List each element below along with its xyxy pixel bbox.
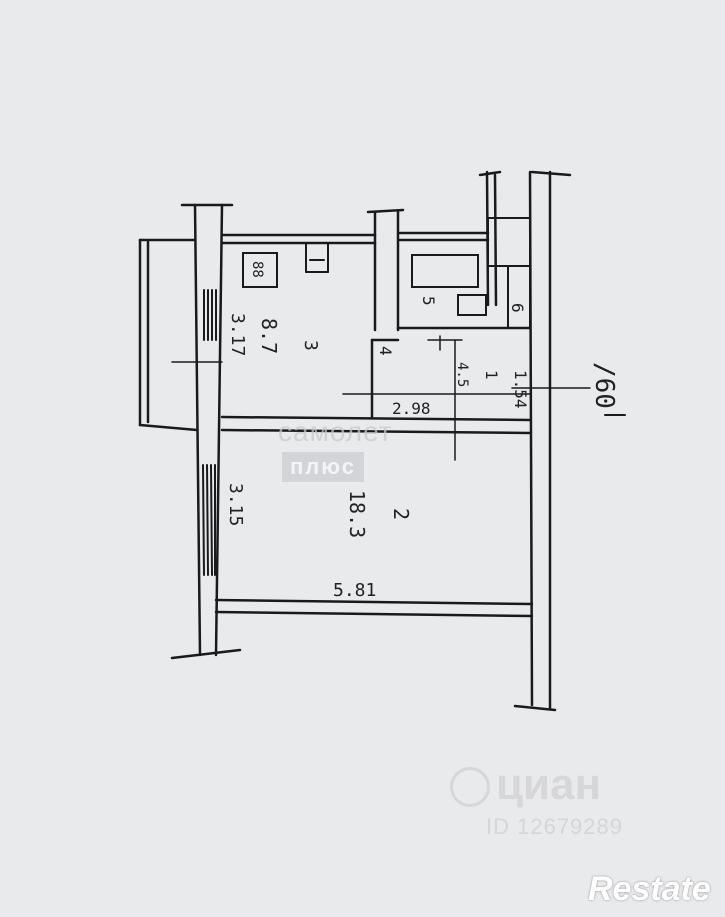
top-wall — [220, 231, 490, 245]
cian-logo-icon — [450, 767, 490, 808]
dimension-lines — [171, 335, 591, 461]
right-exterior-wall — [513, 170, 572, 712]
room-2-number: 2 — [389, 508, 413, 520]
partition-wall — [366, 208, 405, 332]
room-5-number: 5 — [419, 296, 438, 306]
labels: 3 8.7 3.17 88 5 6 4 1 4.5 1.54 2.98 2 18… — [225, 261, 619, 601]
room-3-number: 3 — [300, 340, 321, 351]
dimension-1-54: 1.54 — [511, 370, 530, 409]
stair-stub — [478, 170, 502, 307]
room-2-area: 18.3 — [345, 490, 369, 538]
kitchen-sink-icon — [305, 242, 329, 273]
toilet-icon — [457, 294, 487, 316]
balcony — [138, 238, 199, 432]
dimension-5-81: 5.81 — [333, 580, 376, 601]
window-lower — [202, 464, 216, 576]
room-4-number: 4 — [376, 346, 395, 356]
ventilation-shaft — [487, 217, 531, 329]
left-exterior-wall — [170, 203, 242, 660]
room-1-area: 4.5 — [454, 362, 470, 387]
room-3-area: 8.7 — [257, 318, 281, 354]
bathtub-icon — [411, 254, 479, 288]
restate-watermark: Restate — [588, 870, 711, 908]
corner-mark: /60 — [589, 362, 619, 409]
cian-watermark: циан — [450, 760, 601, 810]
cian-id-watermark: ID 12679289 — [486, 814, 623, 839]
room-1-number: 1 — [482, 370, 501, 380]
room-6-number: 6 — [508, 303, 527, 313]
dimension-3-17: 3.17 — [227, 313, 248, 356]
middle-wall — [220, 415, 532, 435]
bottom-wall — [214, 598, 534, 618]
window-upper — [203, 289, 217, 341]
plus-watermark: плюс — [282, 452, 364, 482]
cian-watermark-text: циан — [496, 760, 602, 809]
dimension-3-15: 3.15 — [225, 483, 246, 526]
samolet-watermark: самолет — [278, 416, 393, 447]
stove-icon — [242, 252, 278, 288]
stove-label: 88 — [249, 261, 265, 278]
dimension-2-98: 2.98 — [392, 399, 431, 418]
